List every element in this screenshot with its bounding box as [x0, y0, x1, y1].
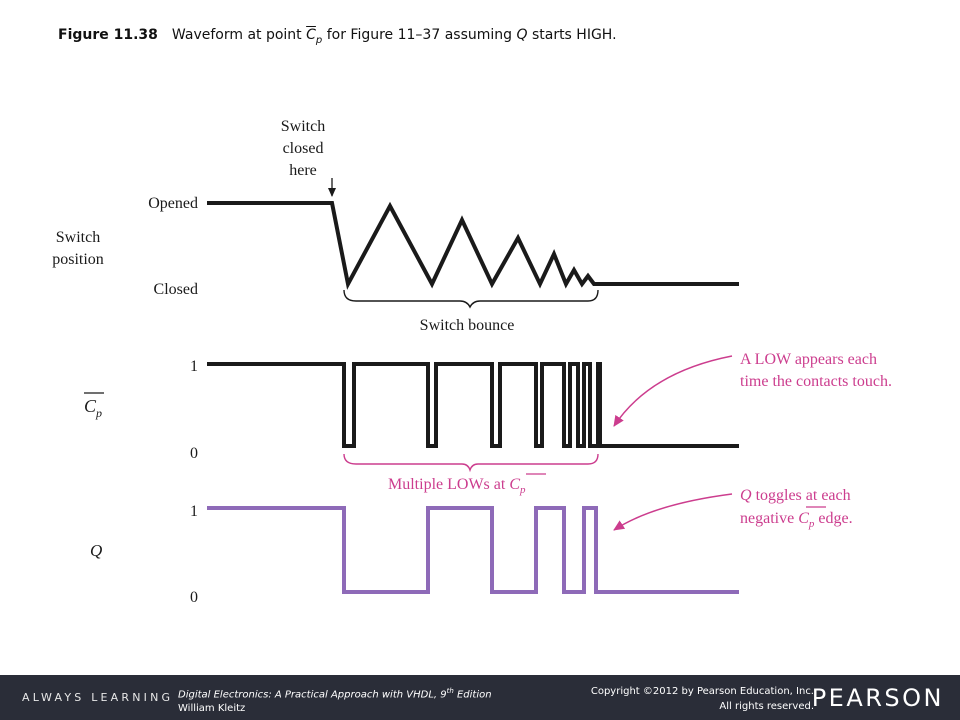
cp-high-label: 1	[190, 358, 198, 375]
q-signal-label: Q	[90, 541, 102, 560]
cp-signal-main: C	[84, 396, 97, 416]
opened-label: Opened	[148, 195, 198, 212]
annotation1-arrow	[613, 355, 733, 427]
switch-closed-label-line1: Switch	[281, 118, 325, 135]
q-high-label: 1	[190, 503, 198, 520]
switch-position-waveform	[207, 201, 739, 290]
annotation2-q: Q	[740, 487, 752, 504]
annotation2-line1-rest: toggles at each	[752, 487, 851, 504]
caption-text-end: starts HIGH.	[527, 27, 617, 43]
pearson-logo: PEARSON	[811, 684, 944, 712]
annotation1-line1: A LOW appears each	[740, 351, 877, 368]
closed-label: Closed	[154, 281, 198, 298]
footer-book-title: Digital Electronics: A Practical Approac…	[178, 684, 492, 702]
q-waveform	[207, 506, 739, 594]
caption-signal-main: C	[306, 27, 316, 43]
multiple-lows-cp-main: C	[509, 476, 520, 493]
annotation2-arrow	[613, 493, 733, 531]
switch-bounce-brace	[343, 289, 599, 309]
switch-position-label-line2: position	[52, 251, 104, 268]
annotation2-line2-end: edge.	[814, 510, 852, 527]
multiple-lows-text: Multiple LOWs at	[388, 476, 509, 493]
caption-signal-sub: p	[315, 34, 323, 46]
multiple-lows-cp-sub: p	[519, 484, 526, 496]
caption-text-after: for Figure 11–37 assuming	[322, 27, 517, 43]
cp-signal-label: Cp	[84, 396, 102, 420]
annotation2-cp-main: C	[798, 510, 809, 527]
switch-closed-label-line2: closed	[283, 140, 324, 157]
multiple-lows-brace	[343, 453, 599, 473]
figure-number: Figure 11.38	[58, 27, 158, 43]
waveform-diagram: Switch position Opened Closed Switch clo…	[52, 118, 892, 606]
footer-book-title-sup: th	[446, 687, 454, 695]
switch-position-label-line1: Switch	[56, 229, 100, 246]
footer-tagline: ALWAYS LEARNING	[22, 691, 174, 704]
footer-book-title-main: Digital Electronics: A Practical Approac…	[178, 689, 447, 701]
footer-bar: ALWAYS LEARNING Digital Electronics: A P…	[0, 675, 960, 720]
cp-waveform	[207, 362, 739, 448]
footer-copyright: Copyright ©2012 by Pearson Education, In…	[591, 684, 814, 714]
annotation1-line2: time the contacts touch.	[740, 373, 892, 390]
switch-closed-label-line3: here	[289, 162, 317, 179]
cp-signal-sub: p	[95, 406, 102, 420]
switch-bounce-label: Switch bounce	[420, 317, 515, 334]
footer-book-edition: Edition	[453, 689, 492, 701]
caption-text-before: Waveform at point	[171, 27, 307, 43]
multiple-lows-label: Multiple LOWs at Cp	[388, 476, 526, 496]
annotation2-line1: Q toggles at each	[740, 487, 851, 504]
caption-q-symbol: Q	[516, 27, 528, 43]
q-low-label: 0	[190, 589, 198, 606]
annotation2-line2-start: negative	[740, 510, 798, 527]
footer-author: William Kleitz	[178, 703, 246, 715]
footer-book-info: Digital Electronics: A Practical Approac…	[178, 684, 492, 716]
figure-caption: Figure 11.38 Waveform at point Cp for Fig…	[58, 27, 617, 46]
annotation2-line2: negative Cp edge.	[740, 510, 853, 530]
annotation2-cp-sub: p	[808, 518, 815, 530]
footer-copyright-line2: All rights reserved.	[719, 701, 814, 712]
cp-low-label: 0	[190, 445, 198, 462]
footer-copyright-line1: Copyright ©2012 by Pearson Education, In…	[590, 686, 814, 697]
